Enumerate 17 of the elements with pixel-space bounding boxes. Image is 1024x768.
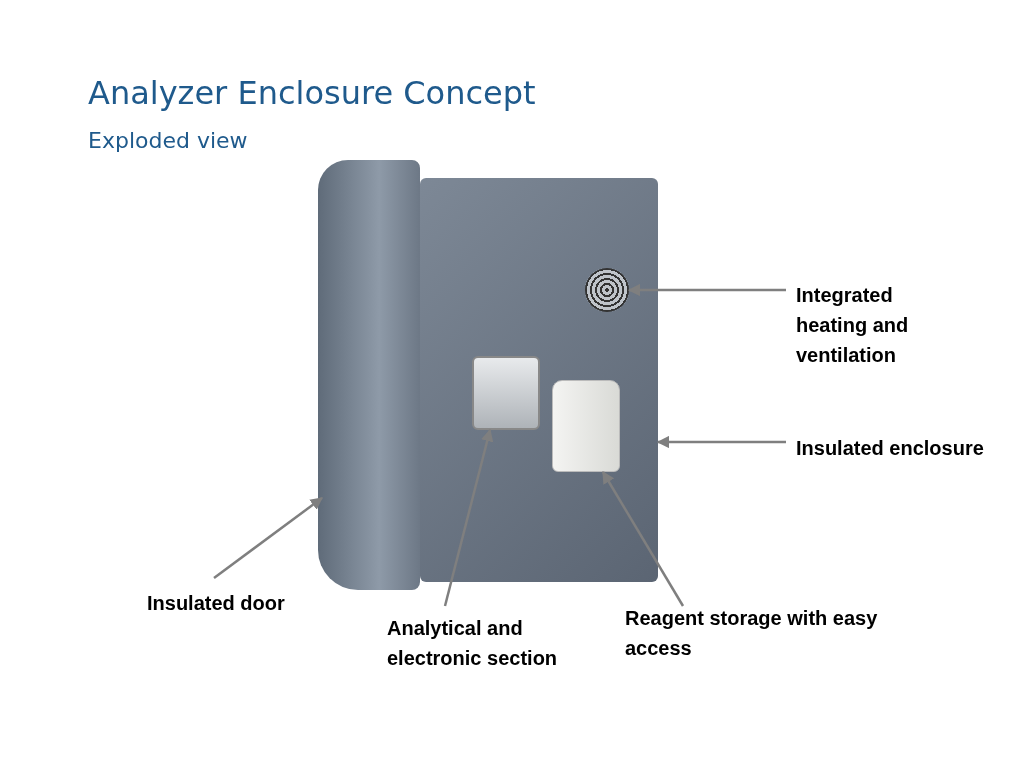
slide-title: Analyzer Enclosure Concept [88,74,536,112]
slide-subtitle: Exploded view [88,128,248,153]
leader-arrow [601,470,685,607]
callout-label: Insulated enclosure [796,433,1000,463]
callout-label: Insulated door [147,588,305,618]
callout-label: Reagent storage with easy access [625,603,895,663]
fan-grille [585,268,629,312]
leader-arrow [443,428,494,607]
reagent-bottle [552,380,620,472]
callout-label: Integrated heating and ventilation [796,280,956,370]
enclosure-door [318,160,420,590]
callout-label: Analytical and electronic section [387,613,612,673]
leader-arrow [656,435,786,449]
leader-arrow [627,283,786,297]
leader-arrow [213,497,323,579]
analytical-module [472,356,540,430]
enclosure-cabinet [420,178,658,582]
